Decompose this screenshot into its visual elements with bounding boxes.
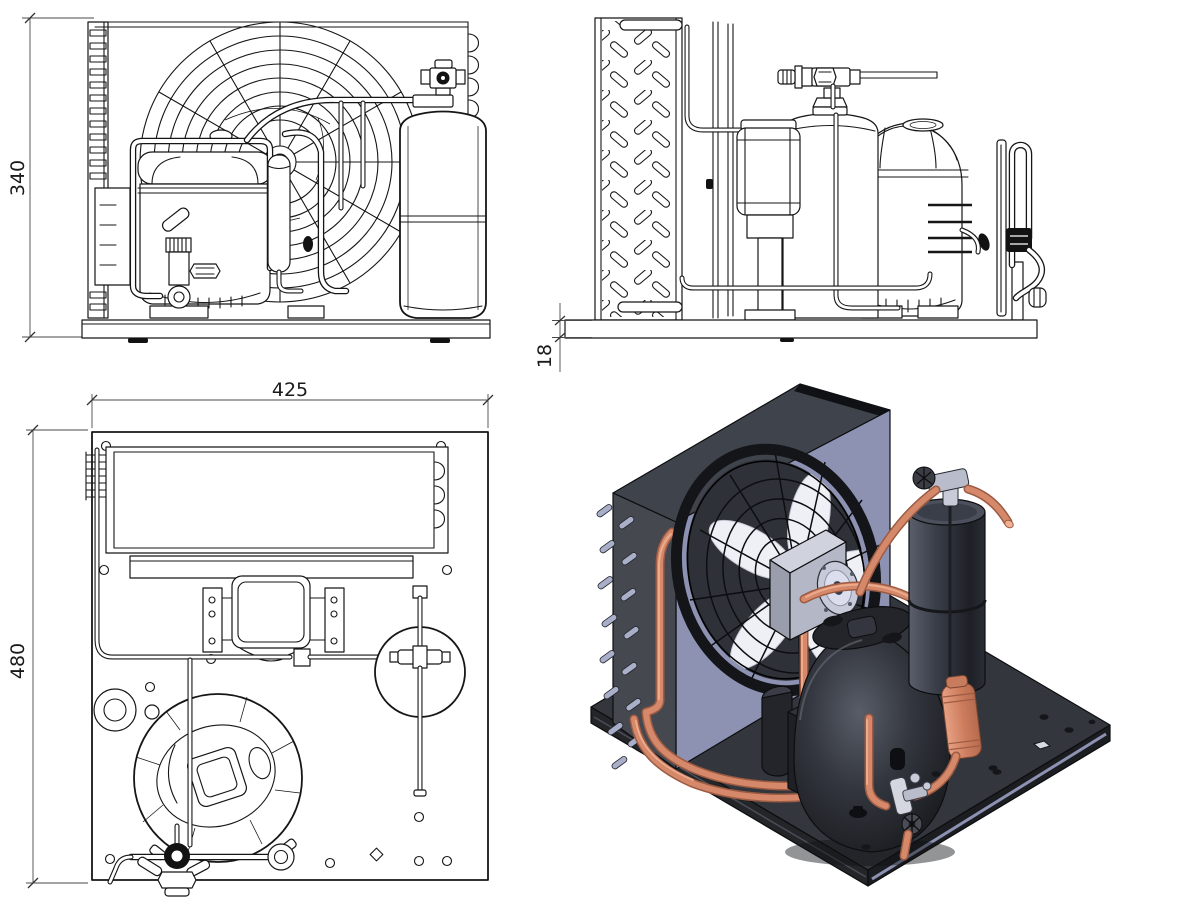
iso-service-valve [849, 748, 932, 861]
iso-receiver [855, 466, 1014, 696]
fan-motor-top [202, 575, 345, 662]
bottom-manifold-top [107, 823, 295, 897]
condenser-slab-side [594, 17, 683, 321]
front-height-dimension: 340 [7, 12, 94, 343]
receiver-tank-front [399, 59, 487, 319]
iso-receiver-valve [912, 466, 1014, 529]
dim-label-425: 425 [272, 379, 308, 401]
baseplate-thickness-dimension: 18 [534, 303, 592, 372]
top-depth-dimension: 480 [7, 424, 88, 889]
service-valve-front [161, 207, 221, 309]
top-width-dimension: 425 [86, 379, 494, 428]
front-view: 340 [7, 12, 491, 343]
rotalock-valve-side [777, 65, 938, 311]
compressor-top [93, 688, 303, 863]
iso-plate-holes [861, 714, 1096, 850]
condenser-end-sheet [87, 21, 131, 319]
iso-copper-base-runs [629, 527, 841, 803]
baseplate-side [564, 319, 1038, 342]
suction-bracket-side [996, 139, 1047, 321]
receiver-top [374, 585, 466, 797]
top-view: 425 480 [7, 379, 494, 897]
condenser-top [85, 446, 449, 579]
side-view: 18 [534, 17, 1047, 372]
fan-motor-side [736, 119, 801, 321]
condenser-fins [596, 504, 644, 770]
discharge-line [243, 96, 427, 211]
dim-label-18: 18 [534, 344, 556, 368]
isometric-view [590, 383, 1111, 887]
baseplate-front [81, 319, 491, 343]
dim-label-480: 480 [7, 643, 29, 679]
dim-label-340: 340 [7, 160, 29, 196]
piping-top [94, 447, 399, 667]
fan-shroud-sheets [706, 21, 734, 319]
